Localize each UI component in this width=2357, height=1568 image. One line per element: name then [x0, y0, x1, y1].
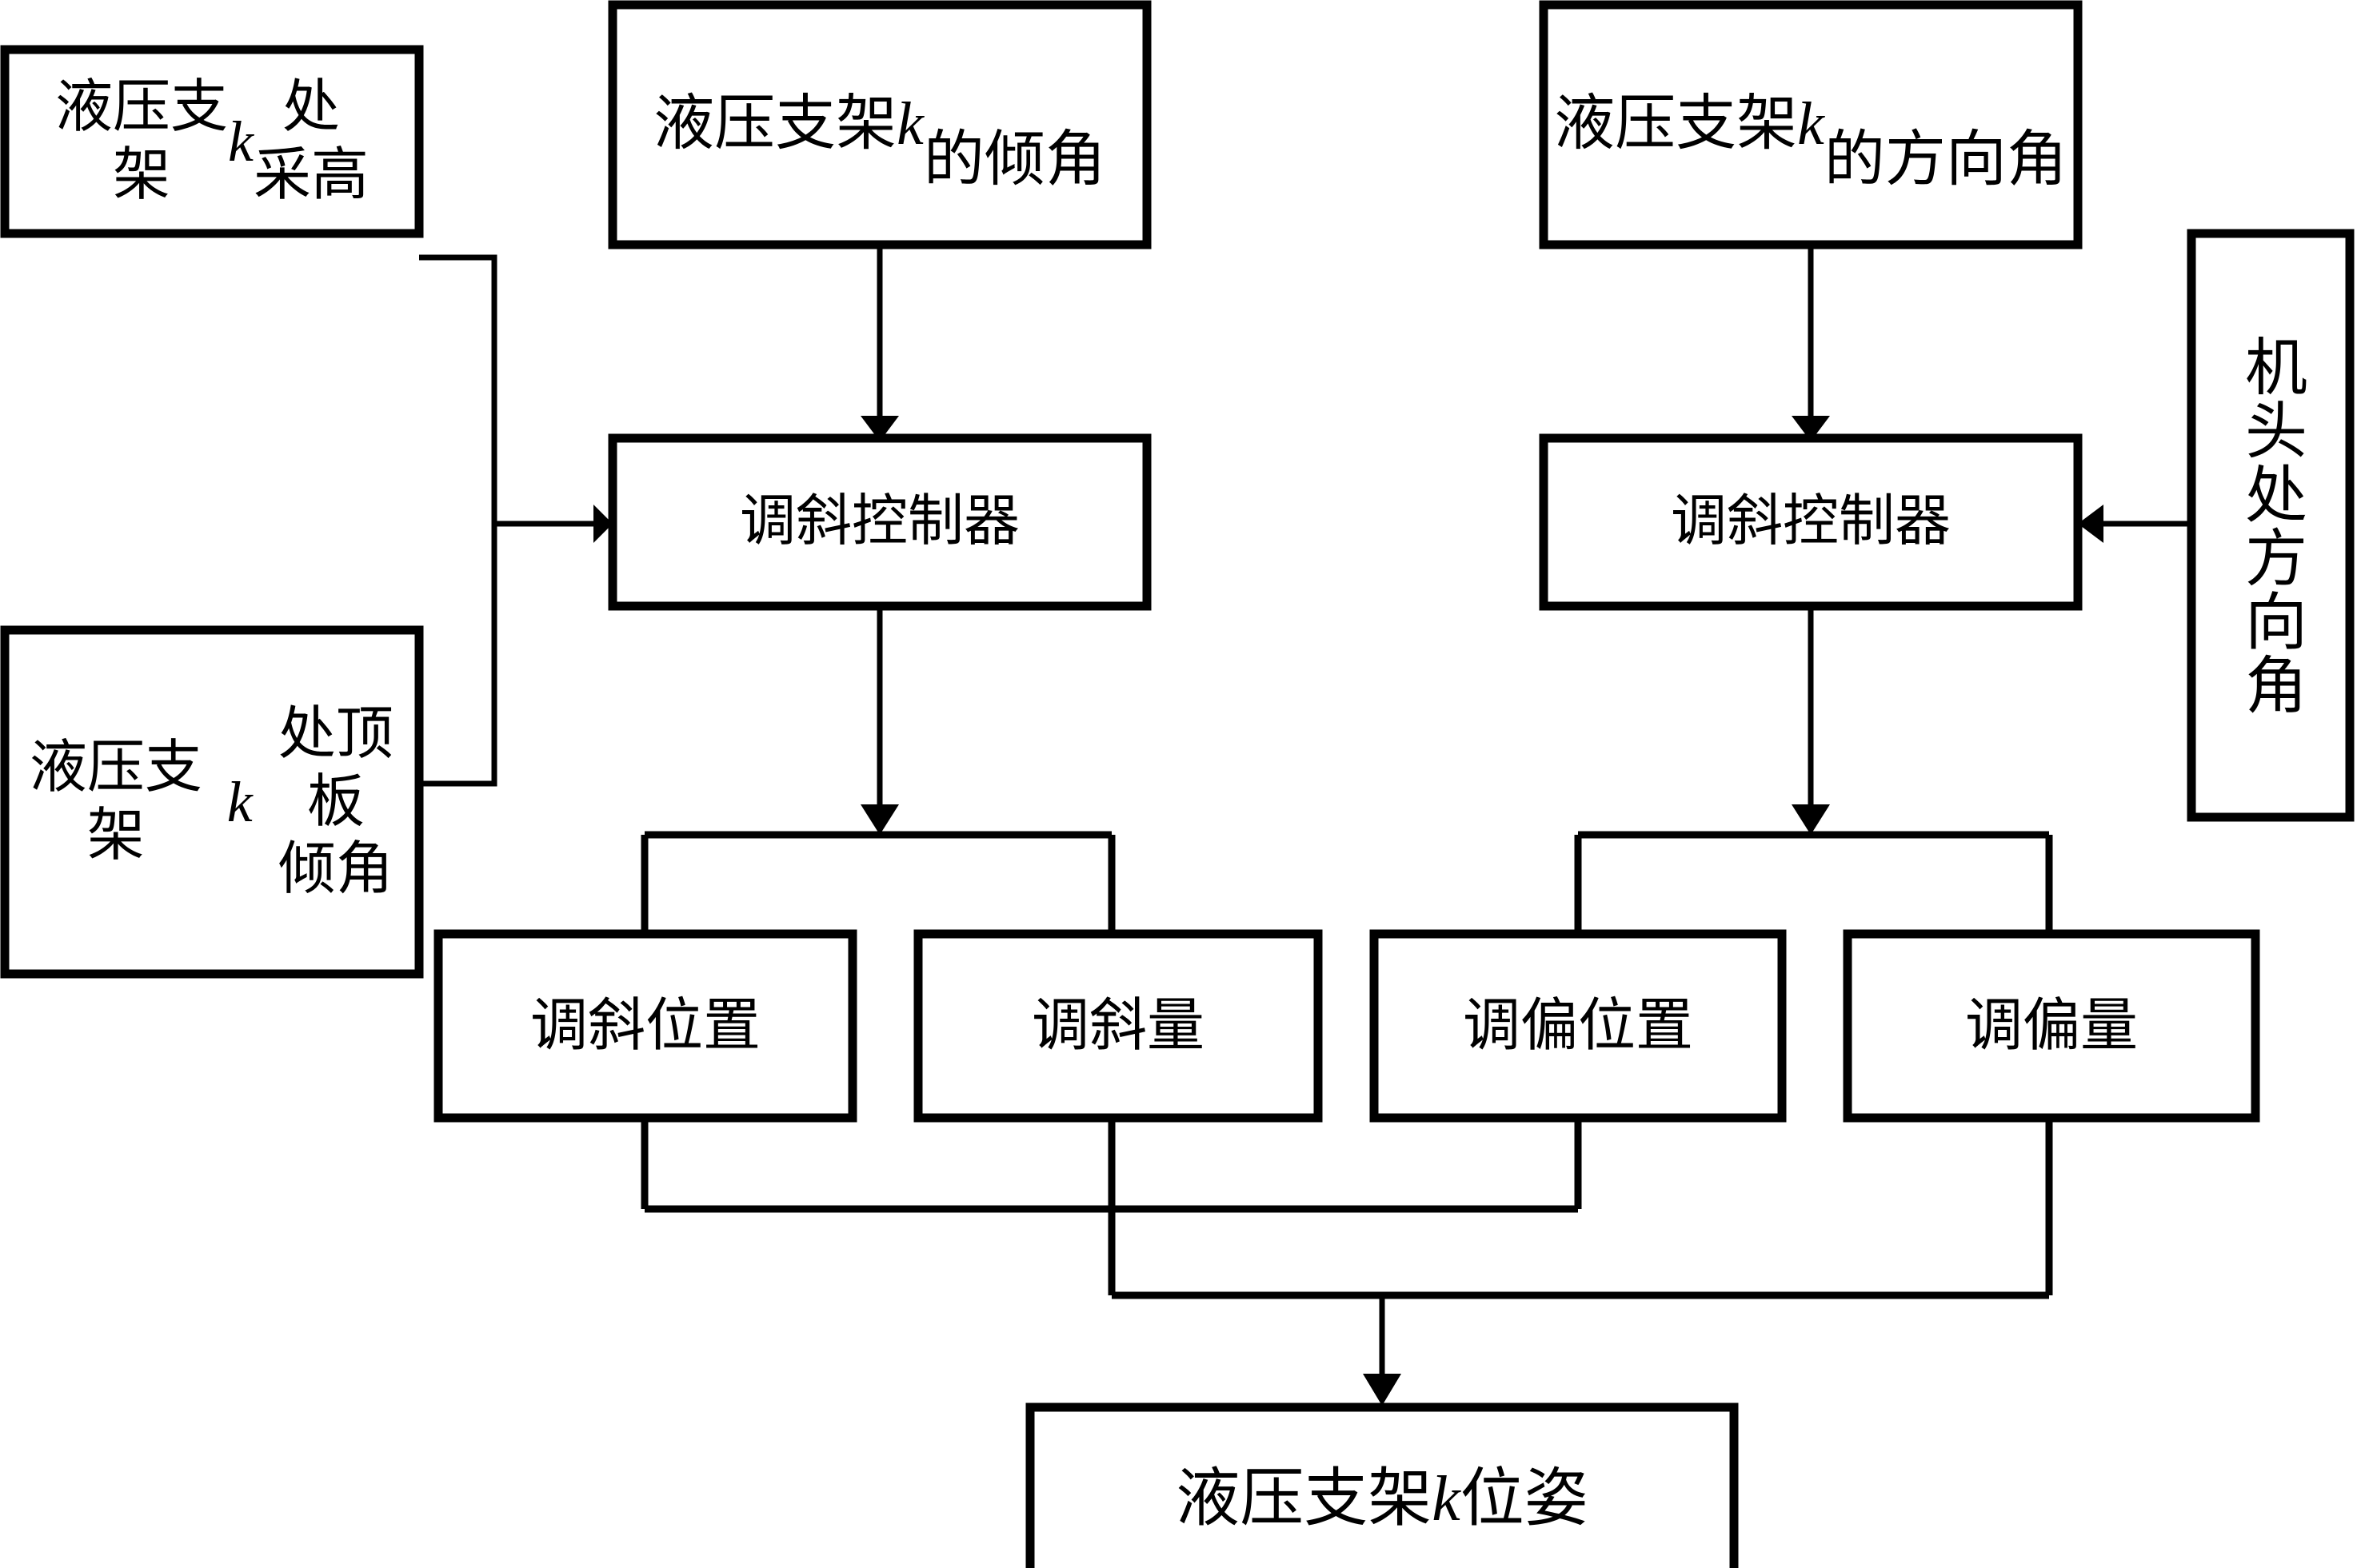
hydraulic-support-k-azimuth-box [1539, 0, 2083, 249]
right-controller-down-arrowhead [1792, 804, 1830, 835]
left-inputs-to-controller-arrowhead [593, 505, 613, 543]
hydraulic-support-k-roof-inclination-box [0, 625, 424, 979]
left-inputs-bus-line [419, 254, 497, 787]
hydraulic-support-k-pose-box [1025, 1402, 1739, 1568]
left-controller-down-arrowhead [861, 804, 899, 835]
merge-to-pose-arrowhead [1363, 1374, 1401, 1406]
support-inclination-to-controller-arrowhead [861, 416, 899, 441]
machine-head-azimuth-box [2187, 229, 2355, 822]
support-azimuth-to-controller-arrowhead [1792, 416, 1830, 441]
deviation-adjust-amount-box [1843, 929, 2260, 1123]
hydraulic-support-k-inclination-box [608, 0, 1152, 249]
hydraulic-support-k-mining-height-box [0, 45, 424, 238]
tilt-controller-left-box [608, 433, 1152, 611]
tilt-adjust-amount-box [913, 929, 1323, 1123]
head-azimuth-to-controller-arrowhead [2078, 505, 2103, 543]
tilt-controller-right-box [1539, 433, 2083, 611]
tilt-adjust-position-box [433, 929, 857, 1123]
deviation-adjust-position-box [1369, 929, 1787, 1123]
